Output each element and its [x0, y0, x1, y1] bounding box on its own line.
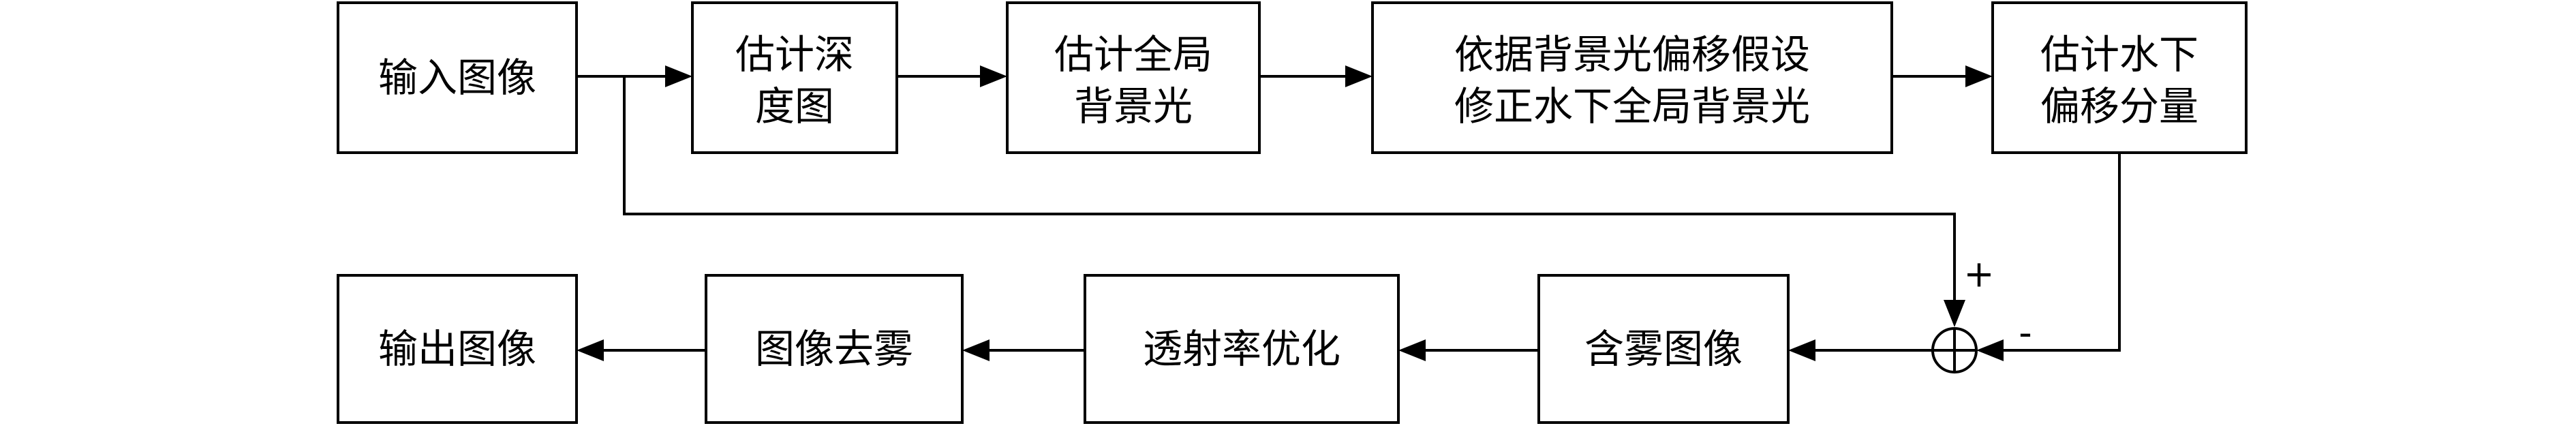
summing-junction: [1931, 327, 1978, 373]
node-input-image: 输入图像: [337, 1, 578, 154]
node-transmission-optimization: 透射率优化: [1084, 274, 1400, 424]
node-hazy-image-label: 含雾图像: [1584, 326, 1743, 372]
node-global-background-light-label-line1: 估计全局: [1054, 31, 1212, 78]
arrow-junction-to-hazy: [1788, 339, 1933, 361]
node-hazy-image: 含雾图像: [1537, 274, 1790, 424]
node-corrected-background-light-label-line2: 修正水下全局背景光: [1454, 83, 1810, 129]
arrow-input-to-depth: [577, 65, 692, 87]
node-output-image: 输出图像: [337, 274, 578, 424]
path-input-to-junction: [623, 76, 1965, 327]
node-global-background-light-label-line2: 背景光: [1074, 83, 1193, 129]
node-underwater-offset: 估计水下 偏移分量: [1991, 1, 2248, 154]
node-image-dehazing-label: 图像去雾: [755, 326, 913, 372]
arrow-transmission-to-dehazing: [962, 339, 1085, 361]
node-depth-map-label-line2: 度图: [755, 83, 834, 129]
minus-sign: -: [2019, 311, 2032, 354]
node-underwater-offset-label-line1: 估计水下: [2040, 31, 2198, 78]
node-corrected-background-light: 依据背景光偏移假设 修正水下全局背景光: [1371, 1, 1893, 154]
arrow-dehazing-to-output: [577, 339, 706, 361]
node-corrected-background-light-label-line1: 依据背景光偏移假设: [1454, 31, 1810, 78]
arrow-hazy-to-transmission: [1398, 339, 1539, 361]
arrow-depth-to-global-light: [897, 65, 1007, 87]
node-input-image-label: 输入图像: [378, 55, 536, 101]
node-global-background-light: 估计全局 背景光: [1006, 1, 1261, 154]
node-transmission-optimization-label: 透射率优化: [1143, 326, 1340, 372]
node-depth-map: 估计深 度图: [691, 1, 898, 154]
plus-sign: +: [1963, 253, 1994, 296]
path-offset-to-junction: [1976, 153, 2121, 361]
node-output-image-label: 输出图像: [378, 326, 536, 372]
arrow-corrected-to-offset: [1892, 65, 1993, 87]
node-image-dehazing: 图像去雾: [705, 274, 964, 424]
node-underwater-offset-label-line2: 偏移分量: [2040, 83, 2198, 129]
arrow-global-light-to-corrected: [1259, 65, 1373, 87]
node-depth-map-label-line1: 估计深: [735, 31, 854, 78]
